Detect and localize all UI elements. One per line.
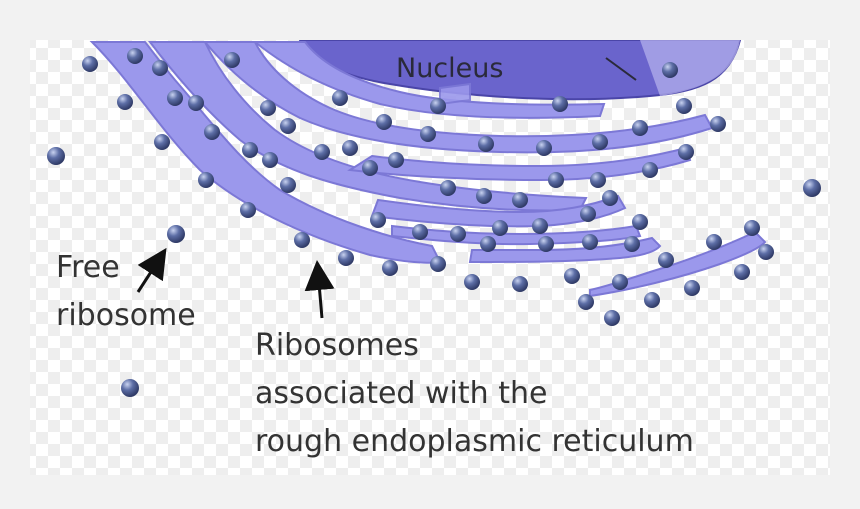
nucleus — [298, 39, 742, 101]
nucleus-label: Nucleus — [396, 53, 503, 84]
free-ribosome-label-line2: ribosome — [56, 298, 196, 333]
free-ribosome-arrow — [136, 247, 167, 293]
bound-ribosomes — [82, 48, 774, 326]
free-ribosome — [121, 379, 139, 397]
free-ribosomes — [47, 147, 821, 397]
rer-label-line2: associated with the — [255, 376, 547, 411]
rer-ribosome-arrow — [304, 260, 335, 319]
free-ribosome — [167, 225, 185, 243]
free-ribosome-label-line1: Free — [56, 250, 120, 285]
free-ribosome — [47, 147, 65, 165]
rer-label-line1: Ribosomes — [255, 328, 419, 363]
free-ribosome — [803, 179, 821, 197]
rer-label-line3: rough endoplasmic reticulum — [255, 424, 694, 459]
